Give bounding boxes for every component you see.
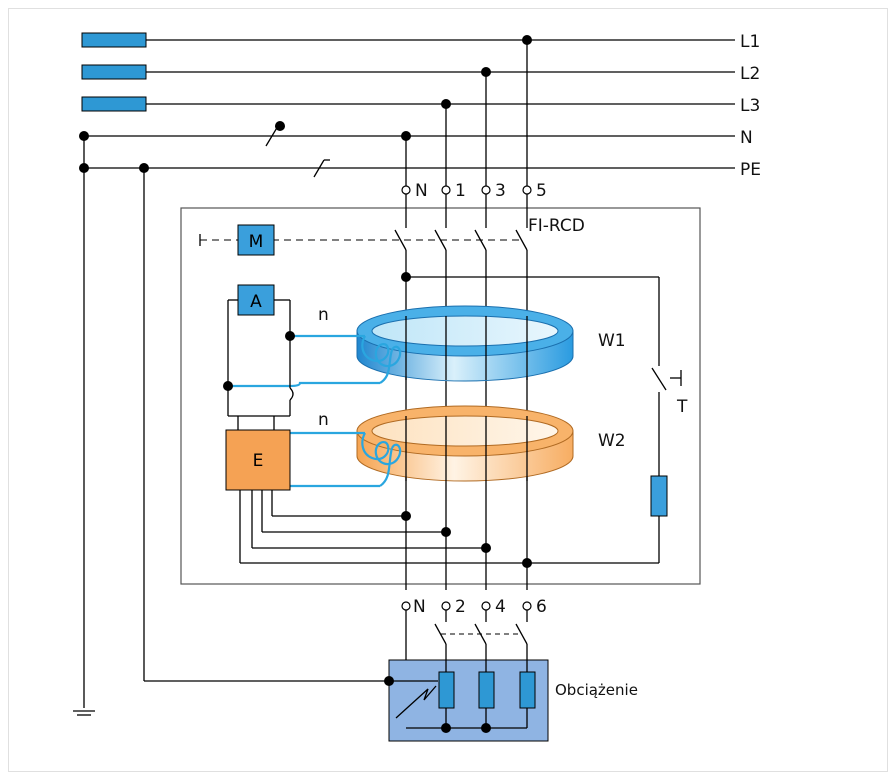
- block-e-label: E: [253, 451, 264, 471]
- figure-border: [8, 8, 888, 772]
- load-elements: [384, 660, 536, 733]
- label-pe: PE: [740, 160, 761, 180]
- core-w1-label: W1: [598, 331, 626, 351]
- test-circuit: [401, 272, 682, 568]
- core-w2: [356, 405, 574, 482]
- test-button-label: T: [676, 397, 688, 417]
- winding-n-lower-label: n: [318, 410, 329, 430]
- rcd-input-taps: [139, 35, 532, 682]
- block-a-label: A: [250, 292, 262, 312]
- device-label: FI-RCD: [528, 216, 585, 236]
- load-label: Obciążenie: [555, 681, 638, 699]
- fuse-l3: [81, 96, 147, 112]
- amplifier-wiring: [223, 299, 295, 430]
- amplifier-block: [237, 284, 275, 316]
- fuse-l1: [81, 32, 147, 48]
- block-m-label: M: [249, 232, 264, 252]
- winding-n-upper-label: n: [318, 305, 329, 325]
- pe-conductor-mark: [313, 159, 325, 178]
- top-terminal-5: 5: [536, 181, 547, 201]
- core-w1: [356, 305, 574, 382]
- rcd-housing: [180, 207, 701, 585]
- top-terminal-n: N: [415, 181, 428, 201]
- label-l2: L2: [740, 64, 760, 84]
- electronics-supply-wiring: [239, 490, 527, 564]
- bottom-terminal-2: 2: [455, 597, 466, 617]
- core-w2-label: W2: [598, 431, 626, 451]
- bottom-terminal-4: 4: [495, 597, 506, 617]
- trip-mechanism-block: [237, 224, 275, 256]
- test-resistor: [650, 475, 668, 517]
- label-l1: L1: [740, 32, 760, 52]
- ground-icon: [73, 710, 95, 716]
- electronics-block: [225, 429, 291, 491]
- winding-w2: [290, 431, 402, 488]
- bottom-terminal-6: 6: [536, 597, 547, 617]
- label-l3: L3: [740, 96, 760, 116]
- bottom-terminal-n: N: [413, 597, 426, 617]
- top-terminals: [401, 185, 532, 195]
- top-terminal-3: 3: [495, 181, 506, 201]
- top-terminal-1: 1: [455, 181, 466, 201]
- fuse-l2: [81, 64, 147, 80]
- bottom-terminals: [401, 601, 532, 611]
- n-conductor-mark: [265, 125, 279, 147]
- label-n: N: [740, 128, 753, 148]
